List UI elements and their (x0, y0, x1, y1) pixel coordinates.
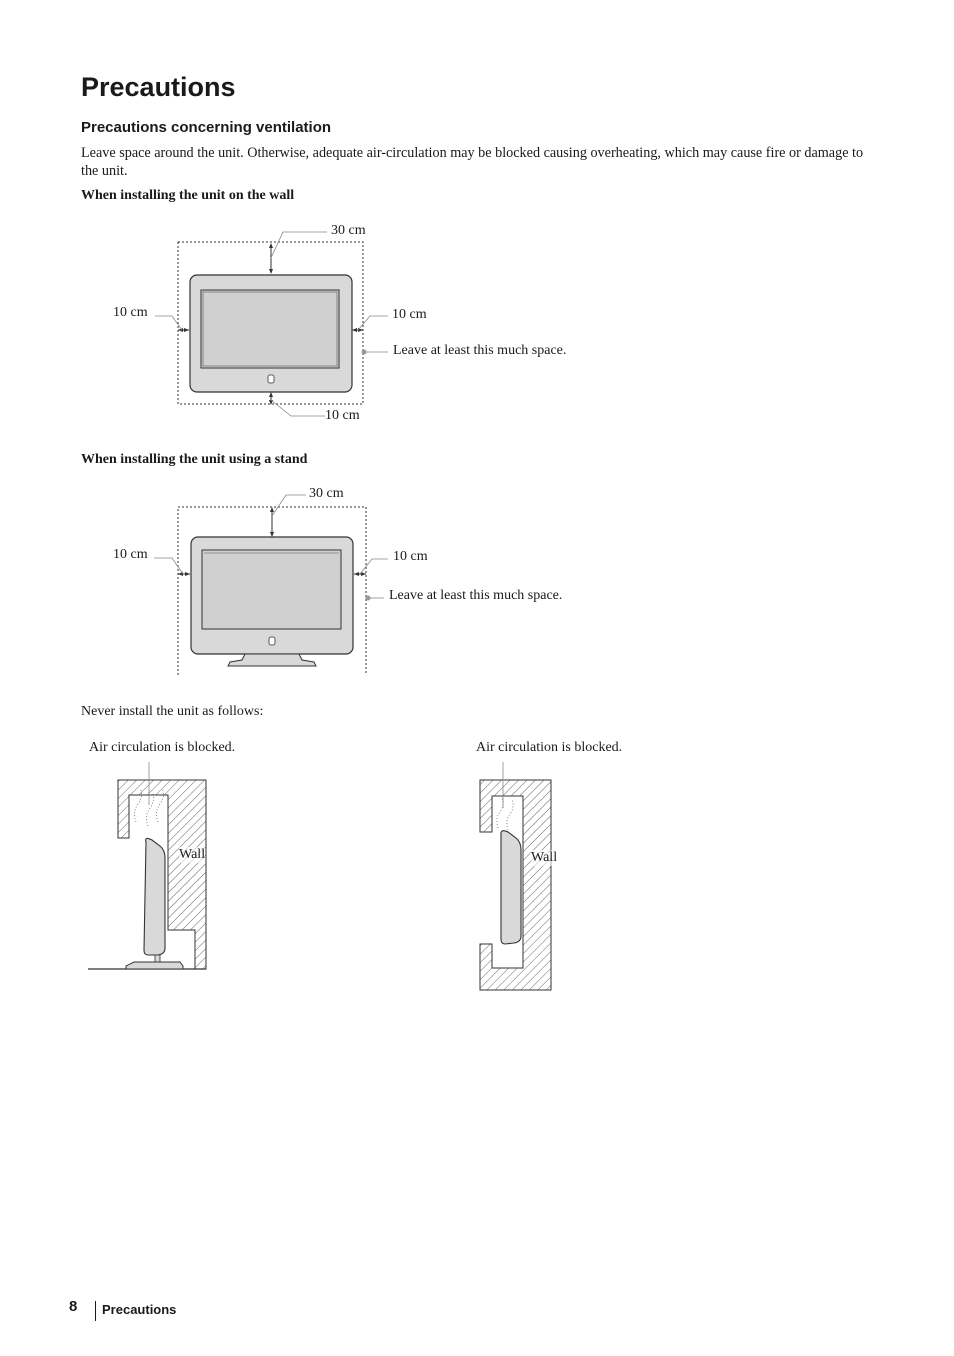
stand-left-clearance: 10 cm (113, 547, 148, 562)
wall-left-clearance: 10 cm (113, 305, 148, 320)
stand-top-clearance: 30 cm (309, 486, 344, 501)
wall-install-heading: When installing the unit on the wall (81, 188, 295, 203)
page-title: Precautions (81, 72, 236, 102)
wall-bottom-clearance: 10 cm (325, 408, 360, 423)
stand-right-clearance: 10 cm (393, 549, 428, 564)
wall-top-clearance: 30 cm (331, 223, 366, 238)
right-blocked-caption: Air circulation is blocked. (476, 740, 623, 755)
left-blocked-caption: Air circulation is blocked. (89, 740, 236, 755)
wall-space-note: Leave at least this much space. (393, 343, 567, 358)
wall-right-clearance: 10 cm (392, 307, 427, 322)
footer-section-title: Precautions (102, 1302, 177, 1317)
stand-install-heading: When installing the unit using a stand (81, 452, 308, 467)
right-wall-label: Wall (531, 850, 558, 866)
section-heading: Precautions concerning ventilation (81, 119, 332, 136)
intro-paragraph: Leave space around the unit. Otherwise, … (81, 145, 864, 179)
never-install-intro: Never install the unit as follows: (81, 704, 264, 719)
footer-divider (95, 1301, 96, 1321)
page-number: 8 (69, 1298, 78, 1315)
left-wall-label: Wall (179, 847, 206, 863)
stand-space-note: Leave at least this much space. (389, 588, 563, 603)
